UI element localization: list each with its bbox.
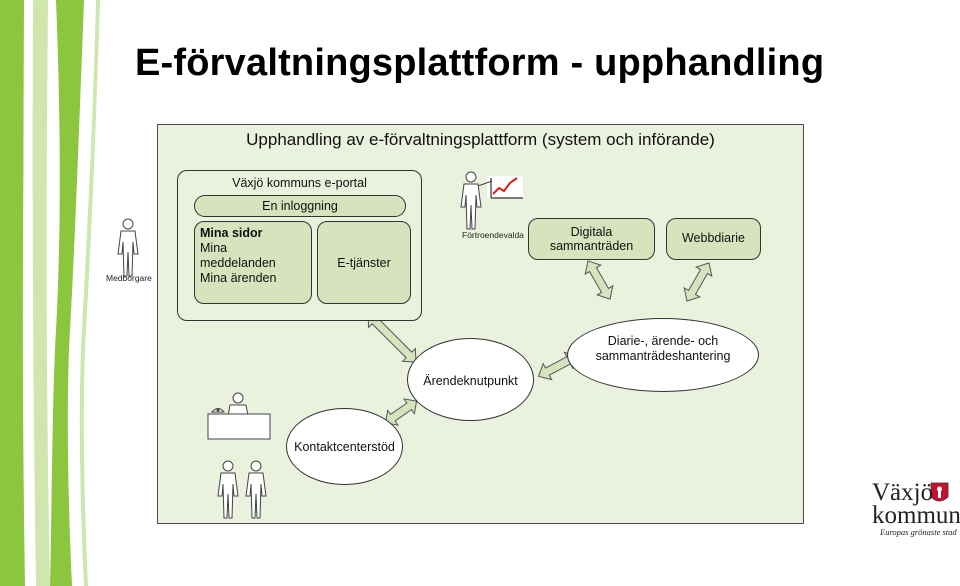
diarie-ellipse: Diarie-, ärende- och sammanträdeshanteri… <box>567 318 759 392</box>
mina-sidor-label: Mina sidor <box>200 226 306 241</box>
medborgare-figure-icon <box>118 219 138 276</box>
arrow-webbdiarie-diarie <box>679 258 717 305</box>
arendeknutpunkt-ellipse: Ärendeknutpunkt <box>407 338 534 421</box>
mina-meddelanden-label: Mina meddelanden <box>200 241 306 271</box>
mina-arenden-label: Mina ärenden <box>200 271 306 286</box>
presenter-icon <box>461 172 481 229</box>
handshake-people-icon <box>218 461 266 518</box>
etjanster-box: E-tjänster <box>317 221 411 304</box>
mina-sidor-box: Mina sidor Mina meddelanden Mina ärenden <box>194 221 312 304</box>
webbdiarie-box: Webbdiarie <box>666 218 761 260</box>
diarie-line1: Diarie-, ärende- och <box>568 334 758 349</box>
diarie-line2: sammanträdeshantering <box>568 349 758 364</box>
e-portal-title: Växjö kommuns e-portal <box>177 176 422 190</box>
vaxjo-crest-icon <box>931 483 948 501</box>
medborgare-label: Medborgare <box>106 273 152 283</box>
reception-desk-icon <box>208 393 270 439</box>
arrow-digitala-diarie <box>580 256 618 303</box>
digitala-sammantraden-box: Digitala sammanträden <box>528 218 655 260</box>
logo-line2: kommun <box>872 503 960 528</box>
single-login-box: En inloggning <box>194 195 406 217</box>
digitala-line2: sammanträden <box>529 239 654 253</box>
chart-board-icon <box>478 176 523 198</box>
logo-tagline: Europas grönaste stad <box>880 528 957 537</box>
fortroendevalda-label: Förtroendevalda <box>462 230 524 240</box>
kontaktcenterstod-ellipse: Kontaktcenterstöd <box>286 408 403 485</box>
digitala-line1: Digitala <box>529 225 654 239</box>
